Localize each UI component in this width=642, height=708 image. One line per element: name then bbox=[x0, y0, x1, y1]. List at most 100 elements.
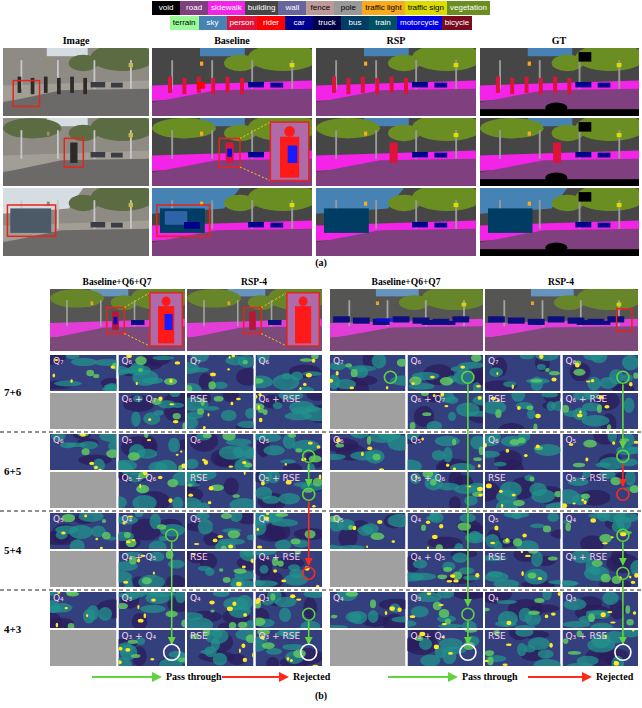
person bbox=[83, 78, 87, 94]
peak bbox=[312, 505, 315, 507]
car bbox=[433, 319, 450, 325]
vegetation bbox=[152, 118, 216, 138]
zoom-line bbox=[261, 334, 287, 346]
highlight-box bbox=[244, 308, 262, 334]
person bbox=[510, 78, 514, 94]
pole bbox=[335, 130, 337, 159]
person bbox=[525, 77, 529, 93]
person-zoom bbox=[280, 137, 299, 178]
activation bbox=[124, 532, 131, 538]
feature-map bbox=[327, 349, 417, 400]
activation bbox=[142, 577, 152, 584]
activation bbox=[86, 370, 94, 377]
person bbox=[240, 78, 244, 94]
low-activation bbox=[190, 430, 219, 452]
activation bbox=[448, 412, 456, 421]
peak bbox=[620, 532, 626, 536]
empty-map bbox=[50, 472, 117, 508]
vegetation bbox=[577, 285, 642, 310]
activation bbox=[179, 497, 202, 509]
empty-map bbox=[330, 630, 406, 666]
activation bbox=[230, 580, 256, 589]
activation bbox=[221, 513, 232, 519]
activation bbox=[331, 615, 338, 619]
peak bbox=[239, 649, 241, 653]
peak bbox=[287, 657, 290, 661]
activation bbox=[573, 369, 585, 376]
pass-arrow bbox=[308, 621, 310, 643]
low-activation bbox=[283, 463, 302, 473]
activation bbox=[458, 362, 484, 369]
traffic-light bbox=[200, 132, 203, 136]
legend-text: vegetation bbox=[450, 3, 487, 12]
peak bbox=[524, 454, 528, 457]
peak bbox=[242, 461, 246, 464]
map-label: Q₃ bbox=[259, 593, 270, 604]
legend-swatch: sky bbox=[199, 16, 227, 30]
activation bbox=[573, 463, 585, 468]
car bbox=[434, 223, 447, 228]
peak bbox=[257, 528, 260, 531]
road bbox=[480, 89, 639, 116]
person bbox=[375, 78, 379, 94]
activation bbox=[563, 621, 591, 628]
activation bbox=[203, 434, 212, 439]
empty-map bbox=[50, 393, 117, 429]
peak bbox=[258, 405, 260, 410]
low-activation bbox=[453, 585, 486, 599]
person bbox=[361, 77, 365, 93]
highlight-circle bbox=[303, 608, 315, 620]
map-label: Q₆ bbox=[190, 435, 201, 446]
activation bbox=[531, 489, 555, 503]
map-label: Q₅ bbox=[190, 514, 201, 525]
activation bbox=[54, 381, 82, 387]
activation bbox=[489, 367, 503, 377]
person bbox=[112, 311, 119, 330]
overlay bbox=[187, 285, 327, 351]
feature-map bbox=[179, 468, 258, 512]
legend-text: bicycle bbox=[445, 18, 469, 27]
activation bbox=[422, 412, 431, 416]
activation bbox=[168, 560, 185, 569]
legend-swatch: building bbox=[245, 1, 279, 15]
activation bbox=[345, 363, 352, 367]
highlight-box bbox=[7, 205, 55, 236]
activation bbox=[68, 623, 75, 630]
activation bbox=[367, 436, 371, 445]
peak bbox=[477, 487, 483, 492]
map-label: Q₅ bbox=[122, 435, 133, 446]
peak bbox=[484, 660, 489, 662]
map-label: Q₄ + Q₅ bbox=[411, 552, 446, 563]
peak bbox=[506, 644, 512, 646]
peak bbox=[148, 418, 151, 421]
activation bbox=[266, 648, 282, 655]
reject-arrow bbox=[622, 463, 624, 485]
activation bbox=[462, 621, 477, 631]
activation bbox=[178, 657, 188, 662]
activation bbox=[562, 405, 569, 413]
traffic-light bbox=[528, 202, 531, 206]
activation bbox=[71, 358, 97, 366]
peak bbox=[602, 542, 608, 544]
peak bbox=[551, 613, 556, 616]
low-activation bbox=[306, 388, 327, 401]
peak bbox=[610, 622, 616, 624]
activation bbox=[550, 580, 578, 587]
peak bbox=[591, 379, 594, 382]
peak bbox=[169, 403, 174, 405]
legend-text: traffic sign bbox=[408, 3, 444, 12]
activation bbox=[411, 606, 429, 617]
car bbox=[488, 316, 505, 322]
activation bbox=[554, 491, 562, 497]
legend-swatch: rider bbox=[257, 16, 285, 30]
highlight-box bbox=[64, 138, 83, 167]
activation bbox=[438, 624, 463, 628]
map-ground bbox=[408, 513, 484, 549]
peak bbox=[151, 598, 156, 601]
peak bbox=[118, 647, 122, 651]
peak bbox=[138, 619, 144, 623]
activation bbox=[157, 524, 166, 529]
car bbox=[91, 82, 106, 87]
activation bbox=[510, 439, 520, 445]
activation bbox=[275, 513, 288, 517]
